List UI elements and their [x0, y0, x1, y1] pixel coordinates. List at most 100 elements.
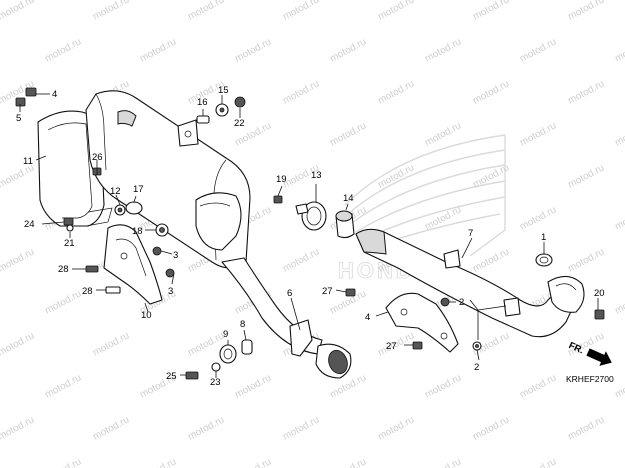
grommet-18	[155, 223, 169, 237]
callout-8: 9	[223, 329, 228, 340]
callout-23: 23	[210, 377, 221, 388]
site-watermark-text: motod.ru	[471, 78, 511, 106]
bolt-28-upper	[85, 265, 99, 273]
site-watermark-text: motod.ru	[43, 288, 83, 316]
nut-2-lower	[472, 341, 482, 351]
site-watermark-text: motod.ru	[281, 78, 321, 106]
site-watermark-text: motod.ru	[566, 78, 606, 106]
callout-5: 6	[287, 288, 292, 299]
muffler	[85, 90, 251, 269]
callout-11: 11	[23, 156, 33, 167]
site-watermark-text: motod.ru	[91, 414, 131, 442]
site-watermark-text: motod.ru	[423, 372, 463, 400]
site-watermark-text: motod.ru	[613, 288, 625, 316]
site-watermark-text: motod.ru	[233, 36, 273, 64]
site-watermark-text: motod.ru	[613, 204, 625, 232]
site-watermark-text: motod.ru	[613, 372, 625, 400]
callout-22: 22	[234, 118, 245, 129]
nut-22	[234, 96, 246, 108]
site-watermark-text: motod.ru	[0, 330, 36, 358]
site-watermark-text: motod.ru	[423, 36, 463, 64]
site-watermark-text: motod.ru	[518, 36, 558, 64]
site-watermark-text: motod.ru	[566, 0, 606, 23]
site-watermark-text: motod.ru	[471, 414, 511, 442]
site-watermark-text: motod.ru	[328, 456, 368, 468]
callout-27-lower: 27	[386, 341, 397, 352]
bolt-20	[594, 309, 605, 320]
site-watermark-text: motod.ru	[0, 0, 36, 23]
site-watermark-text: motod.ru	[518, 120, 558, 148]
bolt-19	[273, 195, 283, 204]
callout-19: 19	[276, 174, 287, 185]
site-watermark-text: motod.ru	[43, 372, 83, 400]
site-watermark-text: motod.ru	[328, 36, 368, 64]
site-watermark-text: motod.ru	[471, 0, 511, 23]
muffler-bracket	[103, 224, 163, 305]
bolt-16	[196, 115, 210, 124]
site-watermark-text: motod.ru	[91, 0, 131, 23]
callout-7: 8	[240, 319, 245, 330]
bolt-24	[63, 217, 74, 226]
site-watermark-text: motod.ru	[376, 0, 416, 23]
site-watermark-text: motod.ru	[423, 456, 463, 468]
callout-4-top: 4	[52, 89, 57, 100]
site-watermark-text: motod.ru	[613, 36, 625, 64]
callout-25: 25	[166, 371, 177, 382]
site-watermark-text: motod.ru	[281, 246, 321, 274]
heat-shield	[37, 110, 113, 227]
callout-18: 18	[132, 226, 143, 237]
site-watermark-text: motod.ru	[566, 414, 606, 442]
diagram-code: KRHEF2700	[566, 374, 614, 384]
washer-17	[125, 201, 143, 215]
washer-23	[211, 362, 221, 372]
nut-3-upper	[152, 246, 162, 256]
callout-9: 4	[365, 312, 370, 323]
grommet-15	[215, 103, 229, 117]
site-watermark-text: motod.ru	[423, 204, 463, 232]
gasket	[335, 210, 355, 239]
bolt-25	[185, 371, 199, 380]
connecting-pipe	[221, 257, 352, 379]
gasket-8	[219, 344, 237, 364]
nut-3-lower	[165, 268, 175, 278]
nut-2-upper	[440, 297, 450, 307]
site-watermark-text: motod.ru	[43, 456, 83, 468]
site-watermark-text: motod.ru	[376, 78, 416, 106]
exhaust-protector	[385, 292, 459, 353]
gasket-1	[535, 253, 553, 267]
callout-28-upper: 28	[58, 264, 69, 275]
site-watermark-text: motod.ru	[233, 456, 273, 468]
callout-12: 12	[110, 186, 121, 197]
callout-10: 10	[141, 310, 152, 321]
callout-6: 7	[468, 228, 473, 239]
callout-13: 13	[311, 170, 322, 181]
site-watermark-text: motod.ru	[43, 36, 83, 64]
callout-labels: 4 5 11 26 16 15 22 12 17 18 24 21 3 3 28…	[16, 85, 605, 388]
site-watermark-text: motod.ru	[233, 372, 273, 400]
exhaust-pipe	[355, 228, 585, 338]
callout-2-lower: 2	[474, 362, 479, 373]
site-watermark-text: motod.ru	[186, 414, 226, 442]
site-watermark-text: motod.ru	[518, 456, 558, 468]
site-watermark-text: motod.ru	[613, 456, 625, 468]
site-watermark-text: motod.ru	[328, 120, 368, 148]
callout-20: 20	[594, 288, 605, 299]
callout-2-upper: 2	[459, 297, 464, 308]
callout-16: 16	[197, 97, 208, 108]
callout-3-lower: 3	[168, 286, 173, 297]
site-watermark-text: motod.ru	[281, 414, 321, 442]
site-watermark-text: motod.ru	[138, 456, 178, 468]
site-watermark-text: motod.ru	[186, 0, 226, 23]
bolt-27-lower	[412, 341, 423, 350]
bolt-28-lower	[105, 286, 121, 294]
collar-4-bottom	[15, 97, 26, 107]
site-watermark-text: motod.ru	[0, 414, 36, 442]
site-watermark-text: motod.ru	[566, 162, 606, 190]
pipe-clamp	[295, 201, 327, 231]
callout-17: 17	[133, 184, 144, 195]
leader-lines	[19, 93, 599, 378]
callout-21: 21	[64, 238, 75, 249]
washer-21	[66, 224, 74, 232]
